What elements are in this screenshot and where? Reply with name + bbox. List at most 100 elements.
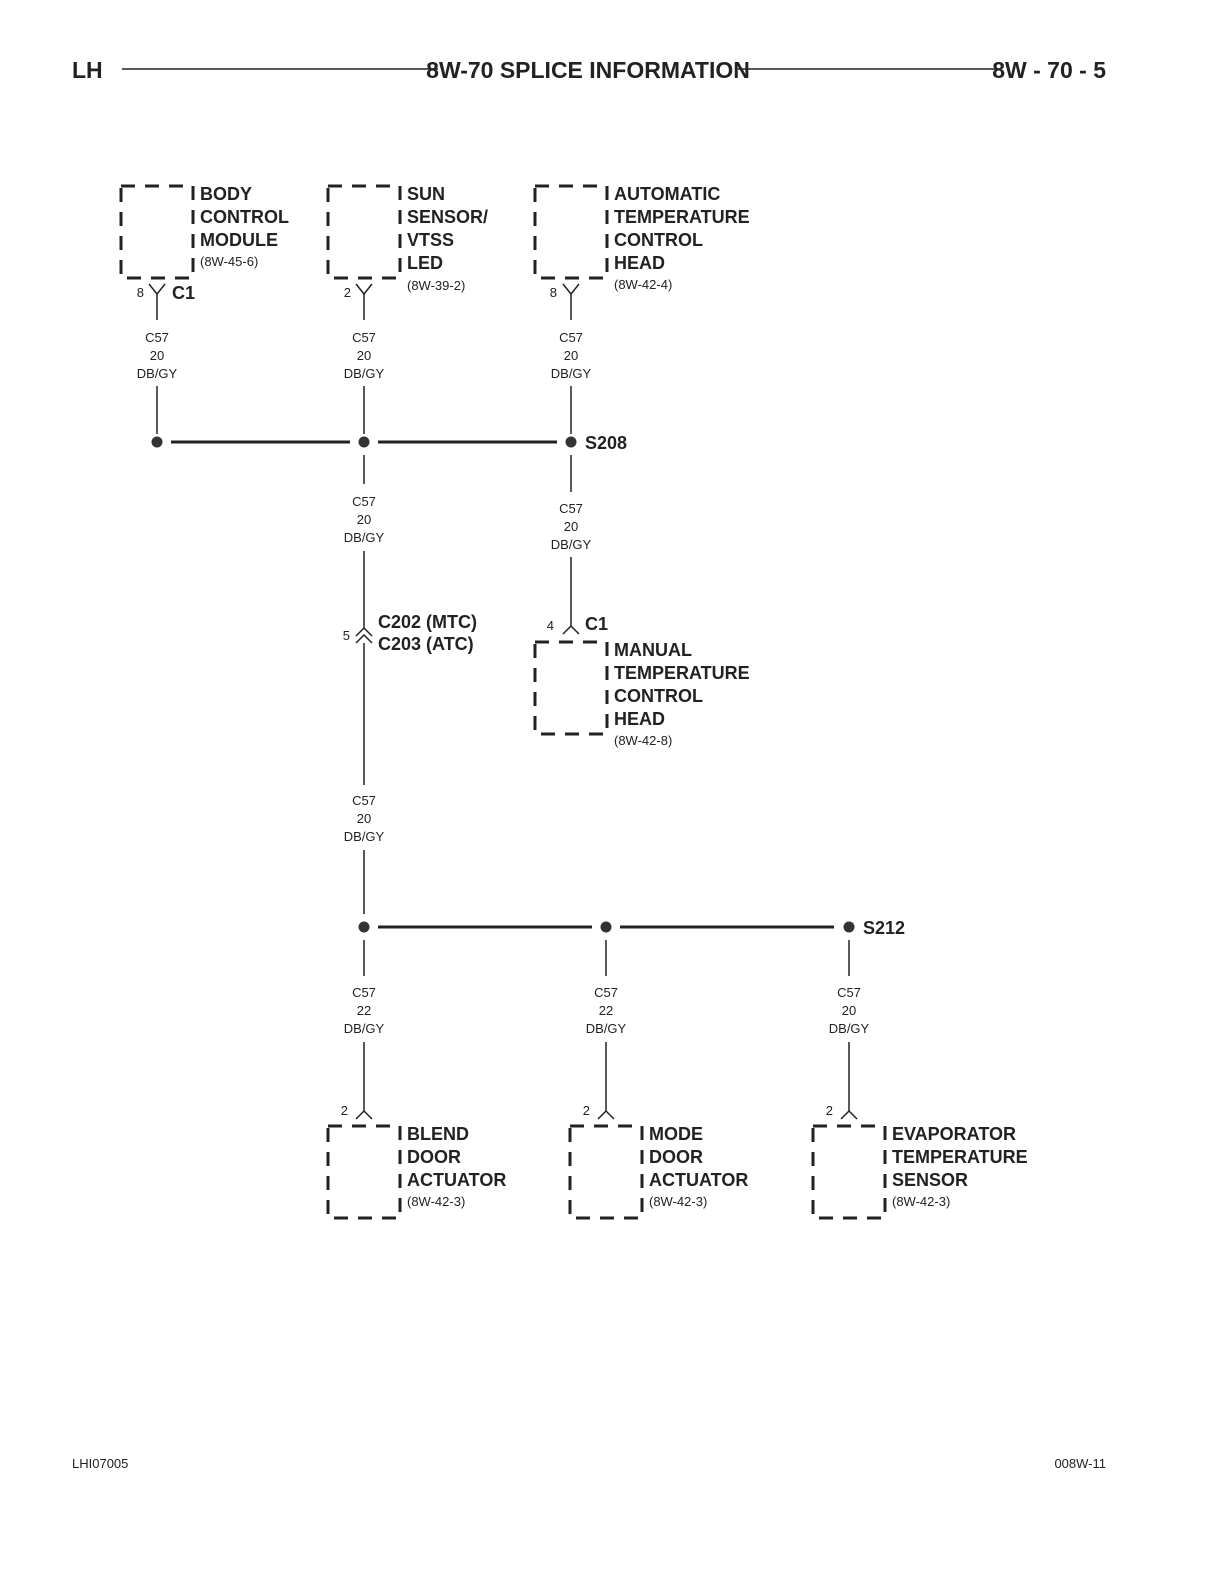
- wire-code: C57: [145, 330, 169, 345]
- wire-label-mid-lower: C57 20 DB/GY: [344, 793, 385, 844]
- mode-door-label-2: DOOR: [649, 1147, 703, 1167]
- sun-sensor-label-3: VTSS: [407, 230, 454, 250]
- mode-door-pin: 2: [583, 1103, 590, 1118]
- wire-code: C57: [352, 330, 376, 345]
- evap-sensor-label-3: SENSOR: [892, 1170, 968, 1190]
- wire-gauge: 20: [564, 519, 578, 534]
- wire-gauge: 20: [357, 348, 371, 363]
- wire-gauge: 20: [357, 512, 371, 527]
- bcm-label-2: CONTROL: [200, 207, 289, 227]
- mtc-head-label-2: TEMPERATURE: [614, 663, 750, 683]
- evap-sensor-ref: (8W-42-3): [892, 1194, 950, 1209]
- mode-door-ref: (8W-42-3): [649, 1194, 707, 1209]
- wire-gauge: 20: [564, 348, 578, 363]
- evap-sensor-label-1: EVAPORATOR: [892, 1124, 1016, 1144]
- inline-connector-c202-c203: 5 C202 (MTC) C203 (ATC): [343, 612, 477, 654]
- mode-door-label-3: ACTUATOR: [649, 1170, 748, 1190]
- wire-code: C57: [594, 985, 618, 1000]
- blend-door-ref: (8W-42-3): [407, 1194, 465, 1209]
- sun-sensor-ref: (8W-39-2): [407, 278, 465, 293]
- mtc-head-box: [533, 640, 609, 736]
- mode-door-box: [568, 1124, 644, 1220]
- footer-left: LHI07005: [72, 1456, 128, 1471]
- splice-node: [843, 921, 855, 933]
- splice-s212: S212: [358, 918, 905, 938]
- wire-label-mid-upper: C57 20 DB/GY: [344, 494, 385, 545]
- wire-code: C57: [352, 494, 376, 509]
- sun-sensor-box: [326, 184, 402, 280]
- blend-door-label-2: DOOR: [407, 1147, 461, 1167]
- wire-color: DB/GY: [344, 829, 385, 844]
- wire-label-mode: C57 22 DB/GY: [586, 985, 627, 1036]
- wire-gauge: 22: [357, 1003, 371, 1018]
- wire-gauge: 20: [357, 811, 371, 826]
- mode-door-pin-symbol: [597, 1109, 615, 1120]
- wire-code: C57: [559, 501, 583, 516]
- page-title: 8W-70 SPLICE INFORMATION: [426, 57, 750, 83]
- bcm-label-1: BODY: [200, 184, 252, 204]
- sun-sensor: SUN SENSOR/ VTSS LED (8W-39-2) 2: [326, 184, 488, 300]
- bcm-pin: 8: [137, 285, 144, 300]
- bcm-label-3: MODULE: [200, 230, 278, 250]
- bcm-connector: C1: [172, 283, 195, 303]
- evap-sensor-label-2: TEMPERATURE: [892, 1147, 1028, 1167]
- wire-color: DB/GY: [586, 1021, 627, 1036]
- page-number: 8W - 70 - 5: [992, 57, 1106, 83]
- splice-s212-label: S212: [863, 918, 905, 938]
- blend-door-label-3: ACTUATOR: [407, 1170, 506, 1190]
- wire-color: DB/GY: [344, 366, 385, 381]
- inline-connector-label-mtc: C202 (MTC): [378, 612, 477, 632]
- mode-door-label-1: MODE: [649, 1124, 703, 1144]
- mtc-head-label-4: HEAD: [614, 709, 665, 729]
- blend-door-label-1: BLEND: [407, 1124, 469, 1144]
- page-header: LH 8W-70 SPLICE INFORMATION 8W - 70 - 5: [72, 57, 1106, 83]
- splice-node: [600, 921, 612, 933]
- blend-door-box: [326, 1124, 402, 1220]
- sun-sensor-label-1: SUN: [407, 184, 445, 204]
- footer-right: 008W-11: [1054, 1456, 1106, 1471]
- wire-color: DB/GY: [551, 366, 592, 381]
- atc-head-pin-symbol: [562, 283, 580, 296]
- body-control-module: BODY CONTROL MODULE (8W-45-6) 8 C1: [119, 184, 289, 303]
- splice-s208: S208: [151, 433, 627, 453]
- bcm-pin-symbol: [148, 283, 166, 296]
- blend-door-pin: 2: [341, 1103, 348, 1118]
- manual-temperature-control-head: 4 C1 MANUAL TEMPERATURE CONTROL HEAD (8W…: [533, 614, 750, 748]
- splice-node: [151, 436, 163, 448]
- atc-head-label-2: TEMPERATURE: [614, 207, 750, 227]
- atc-head-pin: 8: [550, 285, 557, 300]
- mtc-head-label-3: CONTROL: [614, 686, 703, 706]
- evap-sensor-box: [811, 1124, 887, 1220]
- splice-node: [565, 436, 577, 448]
- sun-sensor-pin: 2: [344, 285, 351, 300]
- splice-node: [358, 436, 370, 448]
- sun-sensor-label-2: SENSOR/: [407, 207, 488, 227]
- wire-color: DB/GY: [137, 366, 178, 381]
- wire-label-mtc: C57 20 DB/GY: [551, 501, 592, 552]
- evap-sensor-pin: 2: [826, 1103, 833, 1118]
- blend-door-pin-symbol: [355, 1109, 373, 1120]
- page-footer: LHI07005 008W-11: [72, 1456, 1106, 1471]
- inline-connector-male: [355, 626, 373, 637]
- wire-gauge: 22: [599, 1003, 613, 1018]
- atc-head-box: [533, 184, 609, 280]
- wire-color: DB/GY: [344, 1021, 385, 1036]
- blend-door-actuator: 2 BLEND DOOR ACTUATOR (8W-42-3): [326, 1103, 506, 1220]
- inline-connector-pin: 5: [343, 628, 350, 643]
- wire-gauge: 20: [842, 1003, 856, 1018]
- header-left: LH: [72, 57, 103, 83]
- wire-code: C57: [352, 985, 376, 1000]
- wire-color: DB/GY: [344, 530, 385, 545]
- mtc-head-pin-symbol: [562, 624, 580, 635]
- wire-code: C57: [837, 985, 861, 1000]
- mode-door-actuator: 2 MODE DOOR ACTUATOR (8W-42-3): [568, 1103, 748, 1220]
- sun-sensor-pin-symbol: [355, 283, 373, 296]
- wire-color: DB/GY: [551, 537, 592, 552]
- wire-label-blend: C57 22 DB/GY: [344, 985, 385, 1036]
- wire-label-bcm: C57 20 DB/GY: [137, 330, 178, 381]
- inline-connector-female: [355, 633, 373, 644]
- wire-code: C57: [559, 330, 583, 345]
- atc-head-label-4: HEAD: [614, 253, 665, 273]
- evaporator-temperature-sensor: 2 EVAPORATOR TEMPERATURE SENSOR (8W-42-3…: [811, 1103, 1028, 1220]
